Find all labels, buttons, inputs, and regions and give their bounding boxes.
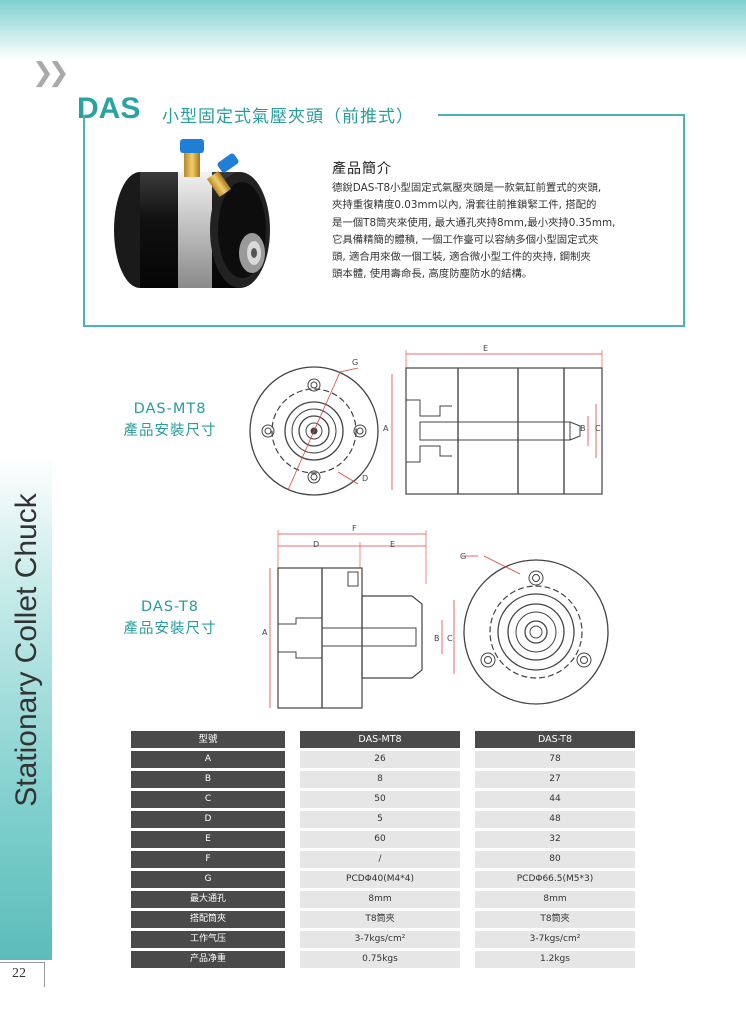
table-cell-mt8: 5 bbox=[300, 811, 460, 828]
table-row-label: C bbox=[131, 791, 285, 808]
t8-side-view bbox=[269, 530, 455, 709]
table-cell-t8: 1.2kgs bbox=[475, 951, 635, 968]
t8-dim-a: A bbox=[262, 628, 268, 637]
table-row-label: F bbox=[131, 851, 285, 868]
t8-dim-c: C bbox=[447, 634, 453, 643]
mt8-model: DAS-MT8 bbox=[133, 401, 207, 417]
table-cell-mt8: 0.75kgs bbox=[300, 951, 460, 968]
table-row-label: 最大通孔 bbox=[131, 891, 285, 908]
t8-front-view bbox=[462, 555, 609, 705]
table-cell-t8: T8筒夾 bbox=[475, 911, 635, 928]
mt8-dim-a: A bbox=[383, 424, 389, 433]
t8-caption: 產品安裝尺寸 bbox=[123, 621, 217, 637]
intro-heading: 產品簡介 bbox=[332, 161, 392, 177]
table-row-label: A bbox=[131, 751, 285, 768]
t8-dim-g: G bbox=[460, 552, 467, 561]
table-cell-t8: 80 bbox=[475, 851, 635, 868]
table-cell-mt8: 50 bbox=[300, 791, 460, 808]
mt8-dim-d: D bbox=[362, 474, 369, 483]
table-cell-t8: 78 bbox=[475, 751, 635, 768]
intro-line: 頭, 適合用來做一個工裝, 適合微小型工件的夾持, 鋼制夾 bbox=[332, 251, 591, 264]
table-header-t8: DAS-T8 bbox=[475, 731, 635, 748]
table-row-label: 工作气压 bbox=[131, 931, 285, 948]
intro-line: 夾持重復精度0.03mm以內, 滑套往前推鎖緊工件, 搭配的 bbox=[332, 199, 597, 212]
table-cell-mt8: / bbox=[300, 851, 460, 868]
table-cell-t8: 44 bbox=[475, 791, 635, 808]
title-rule bbox=[438, 114, 684, 116]
table-cell-mt8: 8mm bbox=[300, 891, 460, 908]
mt8-caption: 產品安裝尺寸 bbox=[123, 423, 217, 439]
double-chevron-icon: ❯❯ bbox=[32, 58, 69, 88]
table-cell-t8: 3-7kgs/cm² bbox=[475, 931, 635, 948]
table-cell-t8: 27 bbox=[475, 771, 635, 788]
table-cell-mt8: 8 bbox=[300, 771, 460, 788]
table-cell-t8: 48 bbox=[475, 811, 635, 828]
table-cell-mt8: 26 bbox=[300, 751, 460, 768]
table-cell-mt8: T8筒夾 bbox=[300, 911, 460, 928]
page-number: 22 bbox=[12, 966, 26, 981]
table-cell-t8: 8mm bbox=[475, 891, 635, 908]
intro-paragraph: 德銳DAS-T8小型固定式氣壓夾頭是一款氣缸前置式的夾頭, 夾持重復精度0.03… bbox=[332, 180, 672, 284]
sidebar-title: Stationary Collet Chuck bbox=[10, 493, 43, 807]
mt8-dim-e: E bbox=[483, 344, 489, 353]
table-row-label: E bbox=[131, 831, 285, 848]
table-row-label: D bbox=[131, 811, 285, 828]
brand-title: DAS bbox=[77, 92, 141, 125]
mt8-dim-g: G bbox=[352, 358, 359, 367]
page-number-box bbox=[0, 962, 45, 987]
table-cell-mt8: 3-7kgs/cm² bbox=[300, 931, 460, 948]
table-cell-t8: 32 bbox=[475, 831, 635, 848]
mt8-label: DAS-MT8 產品安裝尺寸 bbox=[110, 398, 230, 442]
intro-frame-right bbox=[683, 114, 685, 327]
table-row-label: 搭配筒夾 bbox=[131, 911, 285, 928]
mt8-front-view bbox=[249, 366, 379, 496]
t8-dim-b: B bbox=[434, 634, 440, 643]
intro-line: 德銳DAS-T8小型固定式氣壓夾頭是一款氣缸前置式的夾頭, bbox=[332, 182, 602, 194]
table-row-label: 产品净重 bbox=[131, 951, 285, 968]
top-gradient-band bbox=[0, 0, 746, 60]
intro-line: 它具備精簡的體積, 一個工作臺可以容納多個小型固定式夾 bbox=[332, 233, 599, 246]
intro-line: 頭本體, 使用壽命長, 高度防塵防水的結構。 bbox=[332, 268, 533, 281]
mt8-dim-c: C bbox=[595, 424, 601, 433]
t8-model: DAS-T8 bbox=[140, 599, 200, 615]
product-image bbox=[114, 139, 270, 288]
mt8-dim-b: B bbox=[580, 424, 586, 433]
table-row-label: B bbox=[131, 771, 285, 788]
table-header-mt8: DAS-MT8 bbox=[300, 731, 460, 748]
intro-line: 是一個T8筒夾來使用, 最大通孔夾持8mm,最小夾持0.35mm, bbox=[332, 216, 616, 229]
t8-dim-d: D bbox=[313, 540, 320, 549]
t8-dim-e: E bbox=[390, 540, 396, 549]
table-cell-mt8: 60 bbox=[300, 831, 460, 848]
t8-label: DAS-T8 產品安裝尺寸 bbox=[110, 596, 230, 640]
table-cell-t8: PCDΦ66.5(M5*3) bbox=[475, 871, 635, 888]
table-cell-mt8: PCDΦ40(M4*4) bbox=[300, 871, 460, 888]
table-header-label: 型號 bbox=[131, 731, 285, 748]
sidebar-gradient bbox=[0, 455, 52, 960]
table-row-label: G bbox=[131, 871, 285, 888]
mt8-side-view bbox=[391, 350, 603, 495]
t8-dim-f: F bbox=[352, 524, 357, 533]
page-title: 小型固定式氣壓夾頭（前推式） bbox=[162, 107, 414, 127]
